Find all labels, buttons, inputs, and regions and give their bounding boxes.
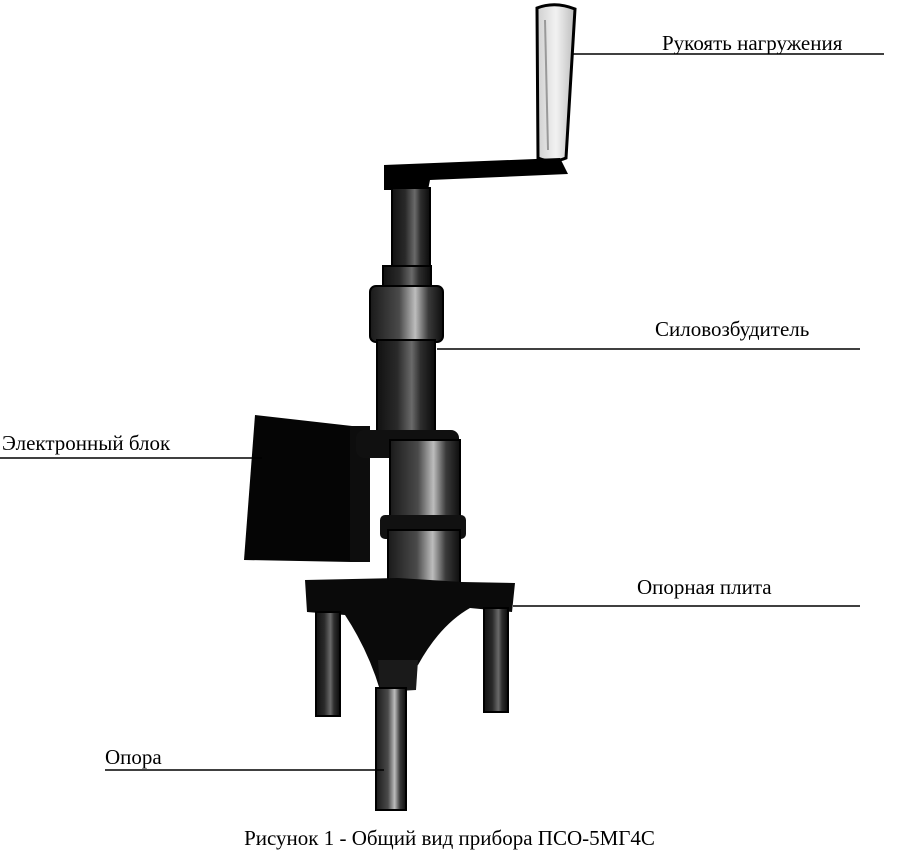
leader-lines — [0, 53, 884, 771]
upper-shaft — [382, 187, 432, 289]
label-electronic-block: Электронный блок — [2, 431, 171, 455]
label-loading-handle: Рукоять нагружения — [662, 31, 843, 55]
electronic-block — [244, 415, 370, 562]
handle-grip — [535, 3, 577, 163]
label-force-exciter: Силовозбудитель — [655, 317, 810, 341]
support-legs — [315, 607, 509, 811]
label-support: Опора — [105, 745, 162, 769]
figure-caption: Рисунок 1 - Общий вид прибора ПСО-5МГ4С — [244, 826, 655, 850]
crank-arm — [384, 158, 568, 190]
force-exciter — [369, 285, 444, 441]
label-support-plate: Опорная плита — [637, 575, 772, 599]
support-plate — [305, 578, 515, 692]
